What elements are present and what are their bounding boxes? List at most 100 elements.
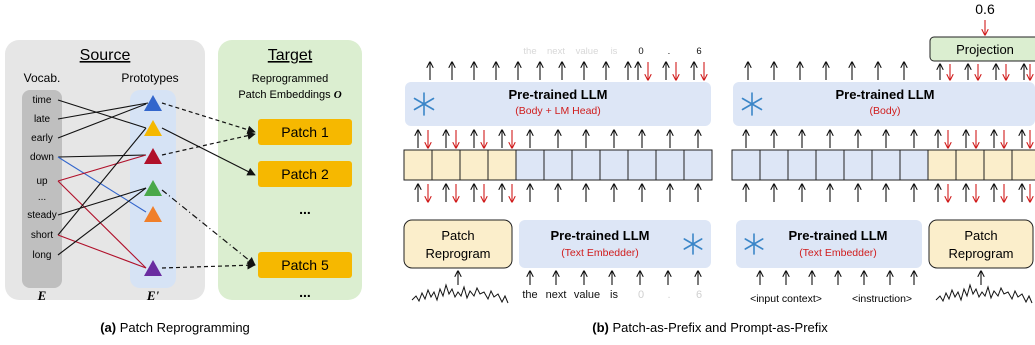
vocab-words: time late early down up ... steady short… — [27, 95, 56, 261]
right-patch-reprogram-box — [928, 219, 1034, 269]
vocab-label: Vocab. — [24, 71, 61, 85]
left-top-arrows — [430, 62, 704, 80]
right-llm-sub: (Body) — [870, 105, 901, 117]
prototype-patch-links — [161, 102, 256, 270]
right-embedder-box — [736, 220, 922, 268]
right-token-row — [731, 149, 1035, 181]
left-mid-arrows-top — [418, 130, 698, 148]
instruction-label: <instruction> — [852, 293, 912, 305]
bottom-token-0: 0 — [638, 289, 644, 301]
link-steady — [57, 187, 147, 216]
left-llm-box — [405, 82, 711, 126]
right-top-arrows — [748, 62, 1030, 80]
bottom-token-the: the — [522, 289, 537, 301]
right-patch-reprogram-label-1: Patch — [964, 228, 997, 243]
patch-5-box — [258, 252, 352, 278]
reprogrammed-label: Reprogrammed — [252, 73, 328, 85]
top-token-is: is — [611, 46, 618, 57]
E-label: E — [37, 288, 47, 303]
right-mid-arrows-bottom — [746, 184, 1030, 202]
link-p3-patch1 — [161, 131, 256, 156]
right-patch-reprogram-label-2: Reprogram — [948, 246, 1013, 261]
prototypes — [144, 95, 162, 276]
word-up: up — [36, 176, 48, 187]
bottom-token-next: next — [546, 289, 567, 301]
right-embedder-sub: (Text Embedder) — [799, 247, 877, 259]
vocab-prototype-links — [57, 99, 149, 269]
left-bottom-tokens: the next value is 0 . 6 — [522, 289, 702, 301]
word-early: early — [31, 133, 53, 144]
prototypes-label: Prototypes — [121, 71, 178, 85]
prototype-2 — [144, 120, 162, 136]
top-token-next: next — [547, 46, 565, 57]
top-token-dot: . — [668, 46, 671, 57]
prototype-3 — [144, 148, 162, 164]
caption-b: (b) Patch-as-Prefix and Prompt-as-Prefix — [592, 320, 828, 335]
vocab-column — [22, 90, 62, 288]
bottom-token-value: value — [574, 289, 600, 301]
left-bottom-arrows — [458, 271, 698, 285]
source-title: Source — [80, 47, 131, 64]
patch-embeddings-label: Patch Embeddings O — [238, 89, 341, 101]
link-early — [57, 103, 147, 139]
bottom-token-6: 6 — [696, 289, 702, 301]
left-token-row — [403, 149, 713, 181]
projection-label: Projection — [956, 42, 1014, 57]
right-embedder-title: Pre-trained LLM — [789, 228, 888, 243]
left-patch-reprogram-label-1: Patch — [441, 228, 474, 243]
E-prime-label: E' — [146, 288, 160, 303]
snowflake-icon — [741, 92, 763, 116]
left-embedder-box — [519, 220, 711, 268]
word-short: short — [31, 230, 53, 241]
patch-2-label: Patch 2 — [281, 166, 329, 182]
patch-ellipsis-1: ... — [299, 201, 311, 217]
target-title: Target — [268, 47, 313, 64]
left-llm-sub: (Body + LM Head) — [515, 105, 601, 117]
caption-a: (a) Patch Reprogramming — [100, 320, 250, 335]
prototype-4 — [144, 180, 162, 196]
link-up-2 — [57, 180, 147, 269]
word-down: down — [30, 152, 54, 163]
projection-box — [929, 36, 1035, 62]
panel-a: Source Target Vocab. Prototypes Reprogra… — [5, 40, 362, 335]
left-mid-arrows-bottom — [418, 184, 698, 202]
bottom-token-dot: . — [667, 289, 670, 301]
link-down-1 — [57, 154, 147, 158]
snowflake-icon — [413, 92, 435, 116]
word-steady: steady — [27, 210, 56, 221]
link-short-1 — [57, 127, 147, 236]
right-output-value: 0.6 — [975, 1, 995, 17]
link-late — [57, 102, 149, 120]
left-embedder-sub: (Text Embedder) — [561, 247, 639, 259]
top-token-value: value — [576, 46, 599, 57]
word-time: time — [33, 95, 52, 106]
left-patch-reprogram-label-2: Reprogram — [425, 246, 490, 261]
prototype-1 — [144, 95, 162, 111]
left-time-series — [411, 283, 509, 304]
prototype-6 — [144, 260, 162, 276]
patch-ellipsis-2: ... — [299, 284, 311, 300]
link-short-2 — [57, 234, 147, 269]
top-token-6: 6 — [696, 46, 701, 57]
right-llm-box — [733, 82, 1035, 126]
link-up-1 — [57, 154, 147, 182]
right-mid-arrows-top — [746, 130, 1030, 148]
link-time — [57, 99, 147, 129]
top-token-0: 0 — [638, 46, 643, 57]
prototype-5 — [144, 206, 162, 222]
link-long — [57, 187, 147, 256]
link-p6-patch5 — [161, 261, 256, 270]
word-late: late — [34, 114, 51, 125]
panel-b-right: 0.6 Projection Pre-trained LL — [731, 1, 1035, 305]
right-time-series — [935, 283, 1033, 304]
top-token-the: the — [523, 46, 536, 57]
link-p1-patch1 — [161, 102, 256, 134]
right-bottom-arrows — [760, 271, 981, 285]
patch-2-box — [258, 161, 352, 187]
word-ellipsis: ... — [38, 192, 46, 203]
word-long: long — [33, 250, 52, 261]
left-patch-reprogram-box — [403, 219, 513, 269]
link-down-2 — [57, 156, 147, 213]
left-top-tokens: the next value is 0 . 6 — [523, 46, 701, 57]
